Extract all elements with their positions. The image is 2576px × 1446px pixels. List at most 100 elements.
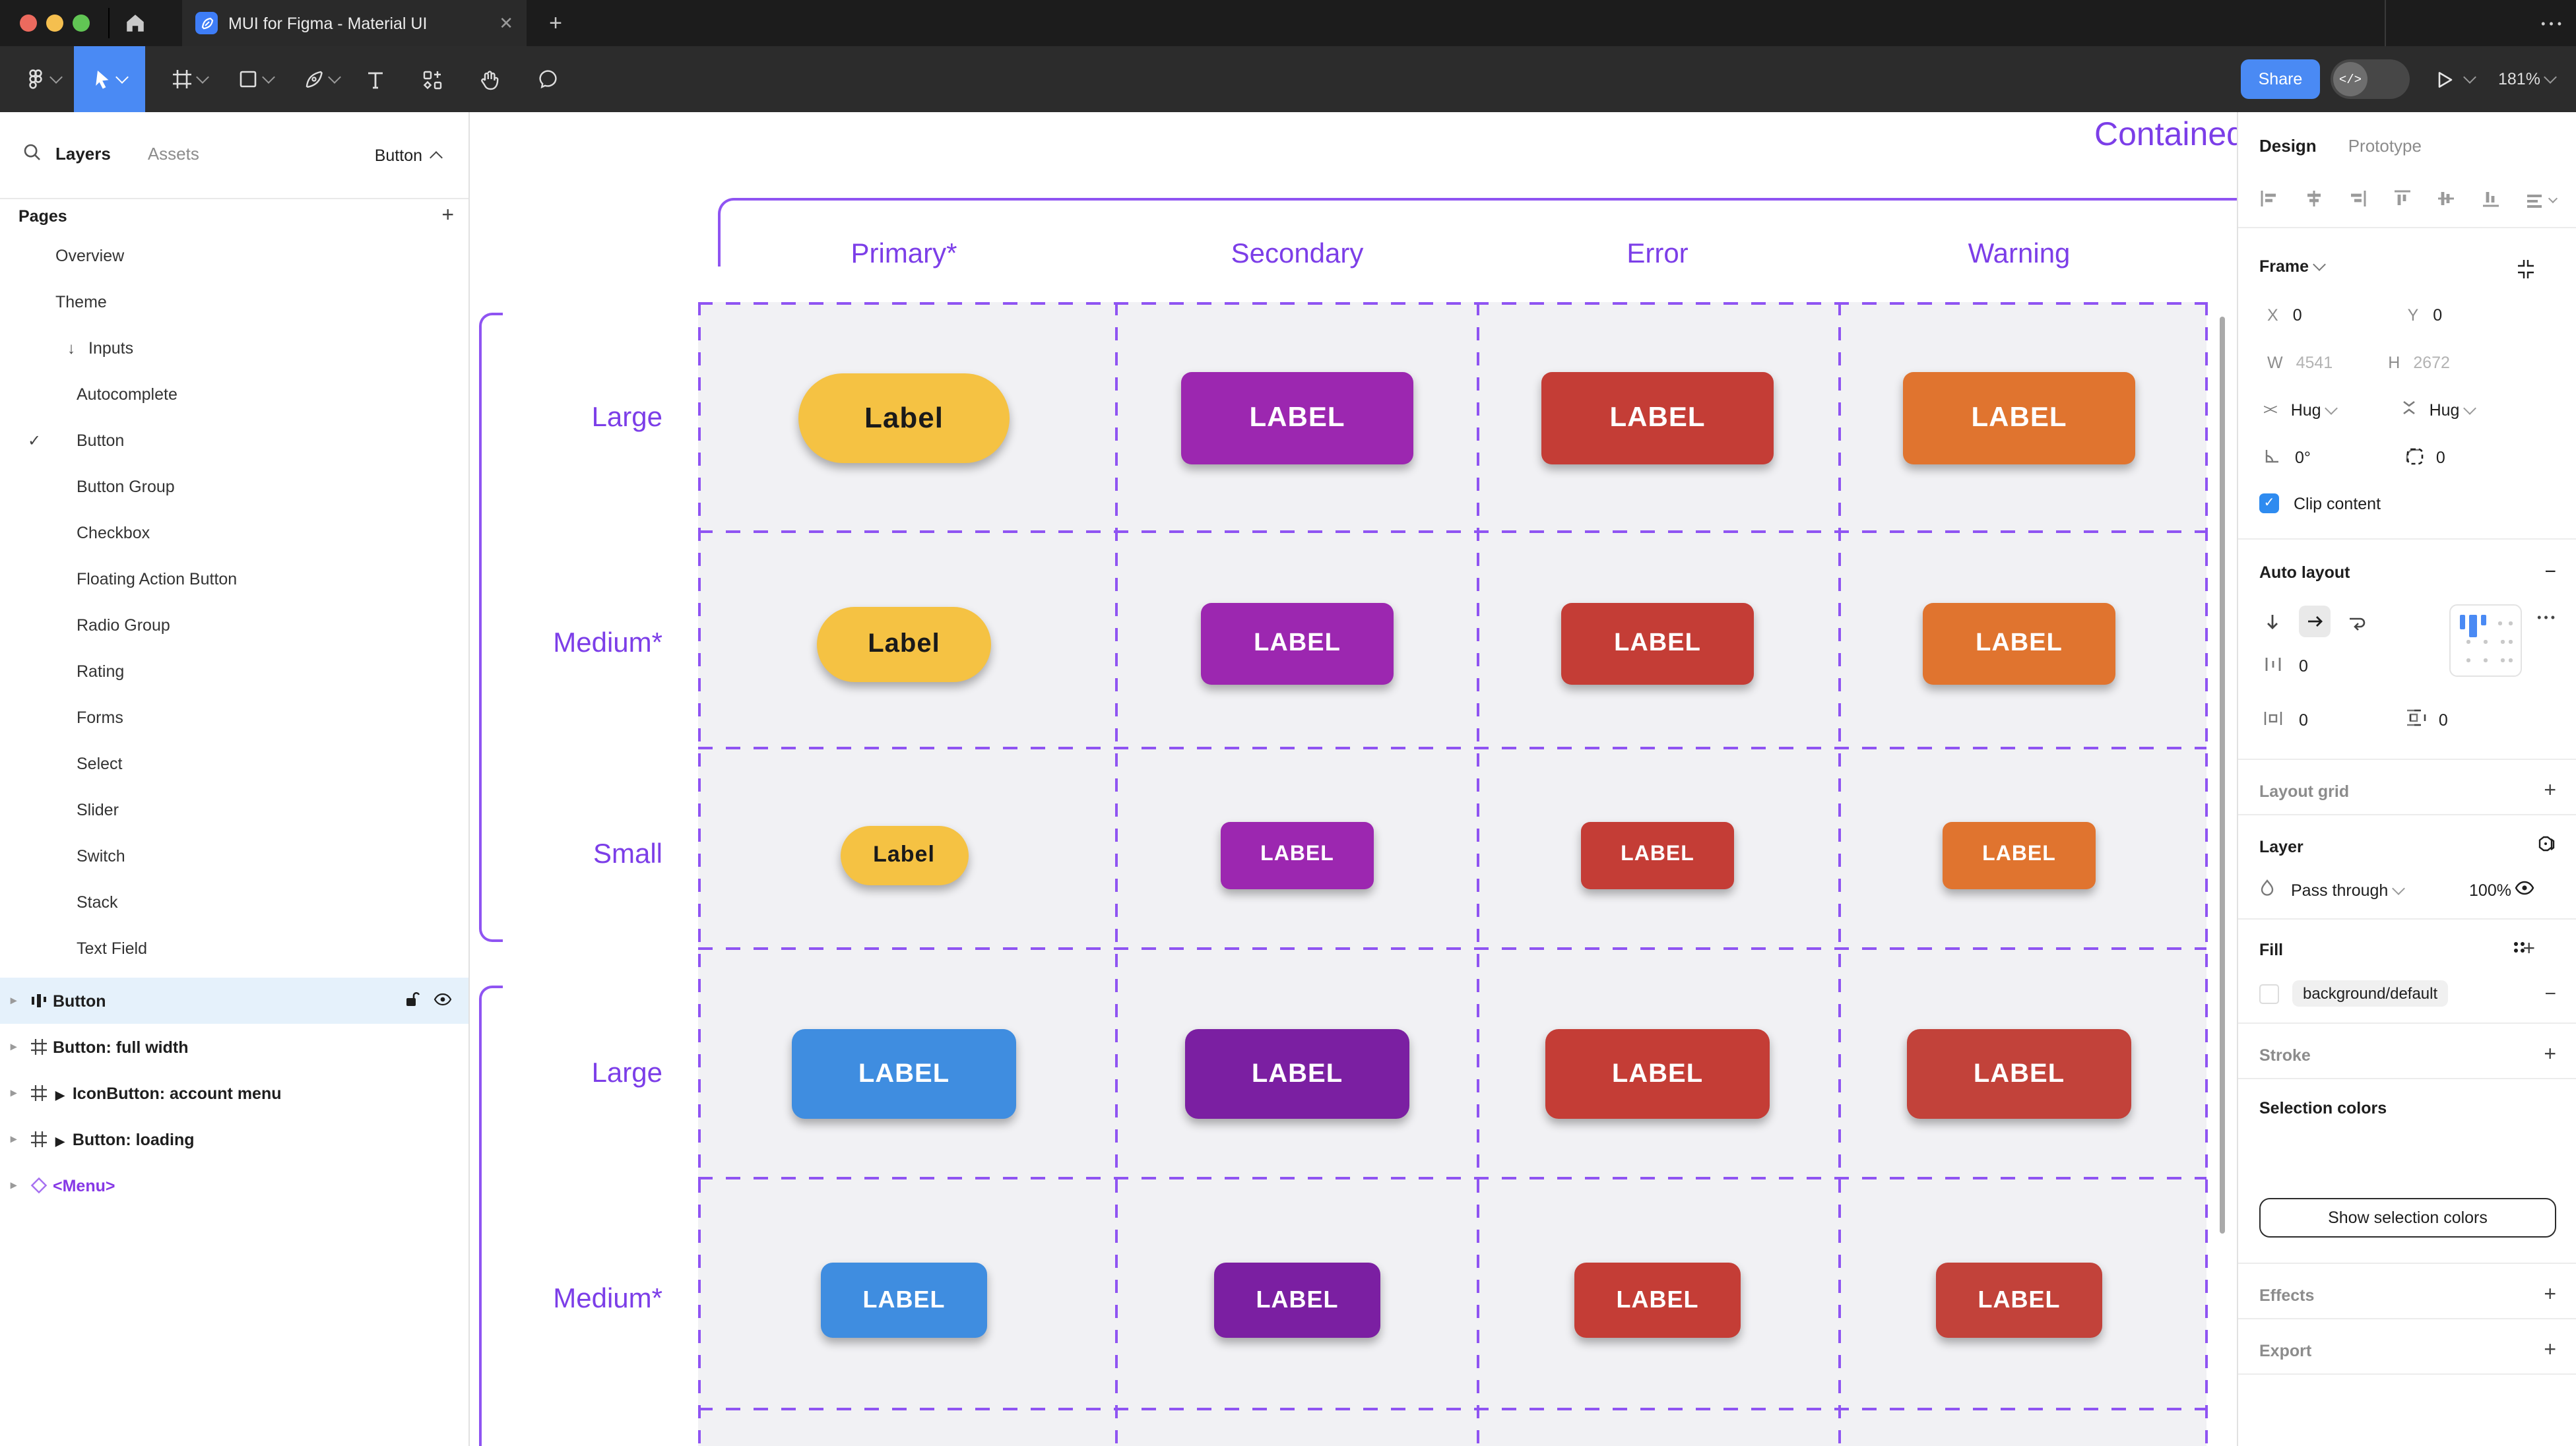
corner-radius-value[interactable]: 0 [2435, 449, 2445, 467]
sidebar-page-slider[interactable]: Slider [0, 786, 468, 833]
canvas-button-medium-secondary[interactable]: LABEL [1201, 603, 1394, 685]
sidebar-page-select[interactable]: Select [0, 740, 468, 786]
layout-wrap-icon[interactable] [2341, 606, 2373, 637]
auto-layout-more-icon[interactable]: ••• [2537, 611, 2558, 624]
chevron-right-icon[interactable]: ▸ [11, 1178, 17, 1191]
align-top-icon[interactable] [2392, 189, 2412, 212]
align-h-center-icon[interactable] [2303, 189, 2323, 212]
blend-mode-icon[interactable] [2536, 835, 2556, 859]
independent-corners-icon[interactable] [2406, 447, 2424, 469]
search-icon[interactable] [22, 142, 42, 169]
canvas-button-small-warning[interactable]: LABEL [1943, 821, 2096, 889]
chevron-right-icon[interactable]: ▸ [11, 1132, 17, 1145]
tab-layers[interactable]: Layers [55, 144, 111, 164]
shape-tool-button[interactable] [222, 46, 288, 112]
present-button[interactable] [2435, 46, 2476, 112]
add-export-button[interactable]: + [2544, 1339, 2556, 1362]
blend-mode-value[interactable]: Pass through [2291, 881, 2389, 899]
y-value[interactable]: 0 [2433, 306, 2443, 325]
tab-assets[interactable]: Assets [147, 144, 199, 164]
canvas-button-small-secondary[interactable]: LABEL [1221, 821, 1374, 889]
sidebar-page-radio-group[interactable]: Radio Group [0, 602, 468, 648]
fill-style-name[interactable]: background/default [2292, 980, 2449, 1007]
layer-row-button-loading[interactable]: ▸▶Button: loading [0, 1116, 468, 1162]
main-menu-button[interactable] [13, 46, 71, 112]
chevron-right-icon[interactable]: ▸ [11, 1040, 17, 1053]
sidebar-page-text-field[interactable]: Text Field [0, 925, 468, 971]
collapse-frame-icon[interactable] [2517, 260, 2535, 282]
frame-tool-button[interactable] [156, 46, 222, 112]
h-value[interactable]: 2672 [2413, 354, 2450, 372]
align-right-icon[interactable] [2348, 189, 2367, 212]
canvas-button-large-error[interactable]: LABEL [1545, 1029, 1770, 1119]
home-icon[interactable] [124, 12, 146, 41]
dev-mode-toggle[interactable]: </> [2331, 59, 2410, 99]
add-layout-grid-button[interactable]: + [2544, 780, 2556, 802]
canvas-button-medium-warning[interactable]: LABEL [1936, 1262, 2102, 1337]
canvas-button-large-secondary[interactable]: LABEL [1185, 1029, 1409, 1119]
chevron-right-icon[interactable]: ▸ [11, 1086, 17, 1099]
canvas-button-large-warning[interactable]: LABEL [1907, 1029, 2131, 1119]
opacity-value[interactable]: 100% [2469, 881, 2511, 899]
sidebar-page-forms[interactable]: Forms [0, 694, 468, 740]
lock-open-icon[interactable] [404, 990, 420, 1011]
sidebar-page-autocomplete[interactable]: Autocomplete [0, 371, 468, 417]
remove-fill-button[interactable]: − [2544, 982, 2556, 1005]
window-minimize-light[interactable] [46, 15, 63, 32]
tab-active[interactable]: MUI for Figma - Material UI ✕ [182, 0, 527, 46]
move-tool-button[interactable] [74, 46, 145, 112]
canvas-button-large-primary[interactable]: Label [798, 373, 1010, 463]
page-selector[interactable]: Button [375, 146, 443, 165]
padding-vertical-value[interactable]: 0 [2438, 710, 2448, 729]
sidebar-page-button-group[interactable]: Button Group [0, 463, 468, 509]
sidebar-page-overview[interactable]: Overview [0, 232, 468, 278]
w-value[interactable]: 4541 [2296, 354, 2333, 372]
layer-visibility-icon[interactable] [2514, 880, 2535, 900]
add-page-button[interactable]: + [441, 204, 454, 227]
pen-tool-button[interactable] [288, 46, 354, 112]
layer-row--menu-[interactable]: ▸<Menu> [0, 1162, 468, 1209]
sidebar-page-switch[interactable]: Switch [0, 833, 468, 879]
canvas-button-medium-error[interactable]: LABEL [1561, 603, 1754, 685]
zoom-level-dropdown[interactable]: 181% [2498, 46, 2557, 112]
layer-row-button[interactable]: ▸Button [0, 978, 468, 1024]
distribute-icon[interactable] [2525, 191, 2558, 210]
canvas-button-small-primary[interactable]: Label [840, 825, 968, 885]
gap-value[interactable]: 0 [2299, 657, 2308, 676]
canvas-button-medium-warning[interactable]: LABEL [1923, 603, 2115, 685]
hand-tool-button[interactable] [462, 46, 517, 112]
chevron-right-icon[interactable]: ▸ [11, 993, 17, 1007]
canvas-button-medium-secondary[interactable]: LABEL [1214, 1262, 1380, 1337]
independent-padding-icon[interactable] [2408, 708, 2427, 731]
canvas-button-medium-primary[interactable]: LABEL [821, 1262, 987, 1337]
align-bottom-icon[interactable] [2480, 189, 2500, 212]
add-effect-button[interactable]: + [2544, 1284, 2556, 1306]
layer-row-button-full-width[interactable]: ▸Button: full width [0, 1024, 468, 1070]
window-zoom-light[interactable] [73, 15, 90, 32]
canvas-button-large-secondary[interactable]: LABEL [1181, 372, 1413, 464]
layout-vertical-icon[interactable] [2257, 606, 2288, 637]
sidebar-page-rating[interactable]: Rating [0, 648, 468, 694]
comment-tool-button[interactable] [520, 46, 575, 112]
sidebar-page-stack[interactable]: Stack [0, 879, 468, 925]
sidebar-page-theme[interactable]: Theme [0, 278, 468, 325]
tab-prototype[interactable]: Prototype [2348, 136, 2422, 156]
tab-design[interactable]: Design [2259, 136, 2317, 156]
add-stroke-button[interactable]: + [2544, 1044, 2556, 1066]
hug-h-value[interactable]: Hug [2290, 400, 2321, 419]
x-value[interactable]: 0 [2292, 306, 2302, 325]
fill-styles-icon[interactable] [2511, 939, 2527, 959]
canvas-button-medium-error[interactable]: LABEL [1574, 1262, 1741, 1337]
clip-content-checkbox[interactable]: ✓ [2259, 493, 2279, 513]
layout-horizontal-icon[interactable] [2299, 606, 2331, 637]
sidebar-page-floating-action-button[interactable]: Floating Action Button [0, 555, 468, 602]
remove-auto-layout-button[interactable]: − [2544, 561, 2556, 583]
add-fill-button[interactable]: + [2523, 937, 2535, 960]
rotation-value[interactable]: 0° [2295, 449, 2311, 467]
sidebar-page-button[interactable]: ✓Button [0, 417, 468, 463]
canvas-scrollbar[interactable] [2220, 317, 2225, 1234]
fill-color-swatch[interactable] [2259, 984, 2279, 1003]
new-tab-button[interactable]: + [549, 10, 562, 35]
canvas-button-medium-primary[interactable]: Label [817, 606, 991, 681]
